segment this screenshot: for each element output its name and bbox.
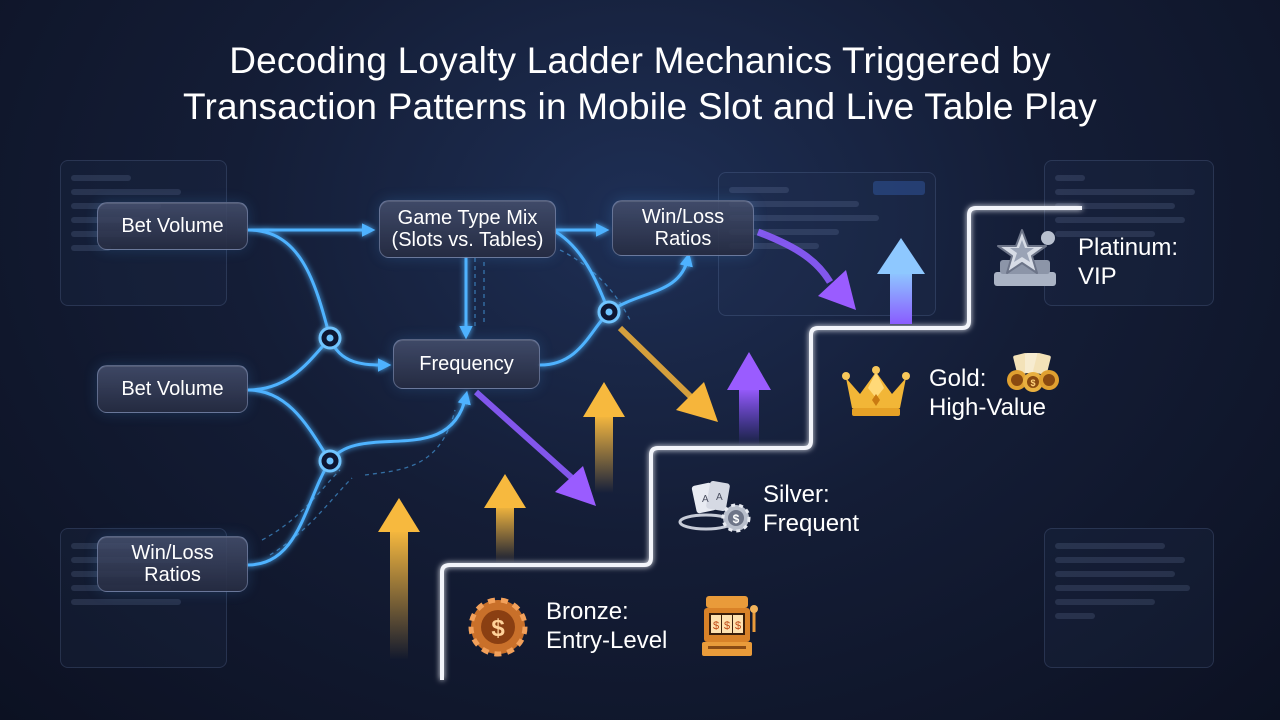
flow-frequency-to-hub <box>538 310 611 367</box>
svg-text:$: $ <box>1030 378 1035 388</box>
tier-platinum-name: Platinum: <box>1078 234 1179 261</box>
flow-bet-mid-up <box>246 336 332 392</box>
gold-up-arrow-2 <box>484 474 526 563</box>
tier-bronze-desc: Entry-Level <box>546 627 668 654</box>
flow-hub-to-winloss <box>607 252 693 314</box>
tier-platinum: Platinum: VIP <box>1078 233 1178 291</box>
svg-text:$: $ <box>735 620 741 632</box>
svg-text:$: $ <box>713 620 719 632</box>
cards-chip-icon: A A $ <box>678 480 751 533</box>
tier-silver-name: Silver: <box>763 481 830 508</box>
tier-gold: Gold: High-Value <box>929 364 1046 422</box>
node-bet-volume-mid: Bet Volume <box>97 365 248 413</box>
tier-gold-desc: High-Value <box>929 394 1046 421</box>
dollar-chip-icon: $ <box>468 597 528 657</box>
title-line-2: Transaction Patterns in Mobile Slot and … <box>183 86 1097 127</box>
svg-text:$: $ <box>724 620 730 632</box>
tier-platinum-desc: VIP <box>1078 263 1117 290</box>
node-win-loss-bottom-line1: Win/Loss <box>131 542 214 564</box>
tier-silver-desc: Frequent <box>763 510 860 537</box>
node-win-loss-top: Win/Loss Ratios <box>612 200 754 256</box>
svg-text:$: $ <box>733 512 740 526</box>
cards-chips-icon: $ <box>1007 353 1059 392</box>
node-win-loss-bottom: Win/Loss Ratios <box>97 536 248 592</box>
node-win-loss-top-line1: Win/Loss <box>641 206 725 228</box>
svg-text:A: A <box>716 492 723 503</box>
node-game-type-mix: Game Type Mix (Slots vs. Tables) <box>379 200 556 258</box>
flow-bet-mid-down <box>246 388 332 463</box>
gold-up-arrow-3 <box>583 382 625 493</box>
gold-up-arrow-1 <box>378 498 420 660</box>
gold-diagonal-arrow <box>617 325 718 422</box>
background-panel-top-right <box>1044 160 1214 306</box>
flow-bet-top-curve <box>246 228 392 372</box>
node-game-type-mix-line1: Game Type Mix <box>397 207 538 229</box>
node-bet-volume-top-label: Bet Volume <box>121 215 224 237</box>
tier-gold-name: Gold: <box>929 365 987 392</box>
tier-silver: Silver: Frequent <box>763 480 859 538</box>
node-bet-volume-top: Bet Volume <box>97 202 248 250</box>
purple-arrows <box>473 228 856 506</box>
blue-up-arrow <box>877 238 925 324</box>
flow-gametype-to-hub <box>554 230 611 314</box>
purple-up-arrow <box>727 352 771 446</box>
node-game-type-mix-line2: (Slots vs. Tables) <box>391 229 544 251</box>
tier-bronze: Bronze: Entry-Level <box>546 597 667 655</box>
background-panel-bottom-right <box>1044 528 1214 668</box>
svg-text:$: $ <box>491 615 505 642</box>
star-trophy-icon <box>994 229 1056 286</box>
slot-machine-icon: $ $ $ <box>702 596 758 656</box>
title-line-1: Decoding Loyalty Ladder Mechanics Trigge… <box>229 40 1051 81</box>
node-win-loss-bottom-line2: Ratios <box>144 564 201 586</box>
svg-text:A: A <box>702 494 709 505</box>
crown-icon <box>842 366 910 416</box>
node-win-loss-top-line2: Ratios <box>654 228 712 250</box>
node-frequency: Frequency <box>393 339 540 389</box>
node-frequency-label: Frequency <box>419 353 514 375</box>
node-bet-volume-mid-label: Bet Volume <box>121 378 224 400</box>
tier-bronze-name: Bronze: <box>546 598 629 625</box>
flow-winloss-bottom <box>246 390 471 567</box>
diagram-title: Decoding Loyalty Ladder Mechanics Trigge… <box>0 38 1280 130</box>
loyalty-stair-line <box>440 206 1082 680</box>
